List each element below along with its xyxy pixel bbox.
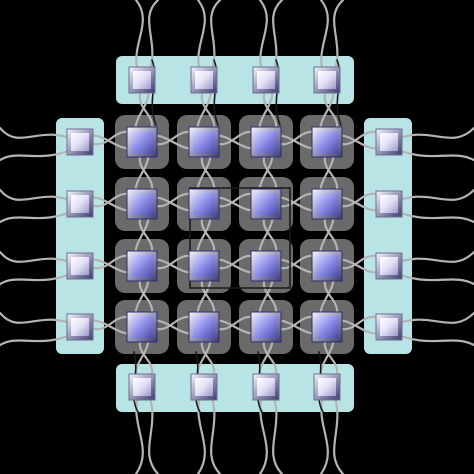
interior-node-r2-c2 — [188, 188, 220, 220]
interior-node-r1-c2 — [188, 126, 220, 158]
interior-node-r4-c1-face — [131, 316, 153, 338]
interior-node-r3-c3-face — [255, 255, 277, 277]
right-edge-node-3-face — [380, 257, 398, 275]
top-edge-node-2 — [190, 66, 218, 94]
interior-node-r3-c4-face — [316, 255, 338, 277]
left-edge-node-3 — [66, 252, 94, 280]
bottom-edge-node-1 — [128, 373, 156, 401]
interior-node-r4-c2-face — [193, 316, 215, 338]
interior-node-r3-c3 — [250, 250, 282, 282]
interior-node-r1-c4-face — [316, 131, 338, 153]
nodes — [66, 66, 403, 401]
interior-node-r2-c1 — [126, 188, 158, 220]
interior-node-r4-c1 — [126, 311, 158, 343]
bottom-edge-node-2 — [190, 373, 218, 401]
left-edge-node-1-face — [71, 133, 89, 151]
right-edge-node-1-face — [380, 133, 398, 151]
top-edge-node-4 — [313, 66, 341, 94]
interior-node-r4-c4 — [311, 311, 343, 343]
bottom-edge-node-1-face — [133, 378, 151, 396]
interior-node-r2-c4-face — [316, 193, 338, 215]
left-edge-node-2-face — [71, 195, 89, 213]
top-edge-panel — [116, 56, 354, 104]
interior-node-r4-c4-face — [316, 316, 338, 338]
interior-node-r1-c1 — [126, 126, 158, 158]
top-edge-node-4-face — [318, 71, 336, 89]
top-edge-node-2-face — [195, 71, 213, 89]
interior-node-r2-c3-face — [255, 193, 277, 215]
left-edge-panel — [56, 118, 104, 354]
interior-node-r3-c2-face — [193, 255, 215, 277]
right-edge-node-4-face — [380, 318, 398, 336]
interior-node-r2-c3 — [250, 188, 282, 220]
bottom-edge-node-3-face — [257, 378, 275, 396]
interior-node-r4-c3-face — [255, 316, 277, 338]
left-edge-node-1 — [66, 128, 94, 156]
interior-node-r4-c2 — [188, 311, 220, 343]
interior-node-r1-c3-face — [255, 131, 277, 153]
right-edge-panel — [364, 118, 412, 354]
left-edge-node-3-face — [71, 257, 89, 275]
interior-node-r1-c2-face — [193, 131, 215, 153]
right-edge-node-2 — [375, 190, 403, 218]
interior-node-r3-c1 — [126, 250, 158, 282]
right-edge-node-3 — [375, 252, 403, 280]
top-edge-node-3-face — [257, 71, 275, 89]
bottom-edge-node-4-face — [318, 378, 336, 396]
interior-node-r2-c4 — [311, 188, 343, 220]
top-edge-node-3 — [252, 66, 280, 94]
bottom-edge-node-4 — [313, 373, 341, 401]
bottom-edge-node-2-face — [195, 378, 213, 396]
interior-node-r3-c4 — [311, 250, 343, 282]
interior-node-r3-c2 — [188, 250, 220, 282]
interior-node-r3-c1-face — [131, 255, 153, 277]
edge-panels — [56, 56, 412, 412]
interior-node-r1-c4 — [311, 126, 343, 158]
right-edge-node-4 — [375, 313, 403, 341]
left-edge-node-4-face — [71, 318, 89, 336]
interior-node-r1-c1-face — [131, 131, 153, 153]
right-edge-node-2-face — [380, 195, 398, 213]
bottom-edge-panel — [116, 364, 354, 412]
top-edge-node-1-face — [133, 71, 151, 89]
interior-node-r1-c3 — [250, 126, 282, 158]
interior-node-r2-c1-face — [131, 193, 153, 215]
left-edge-node-4 — [66, 313, 94, 341]
right-edge-node-1 — [375, 128, 403, 156]
interior-node-r2-c2-face — [193, 193, 215, 215]
bottom-edge-node-3 — [252, 373, 280, 401]
left-edge-node-2 — [66, 190, 94, 218]
top-edge-node-1 — [128, 66, 156, 94]
interior-node-r4-c3 — [250, 311, 282, 343]
